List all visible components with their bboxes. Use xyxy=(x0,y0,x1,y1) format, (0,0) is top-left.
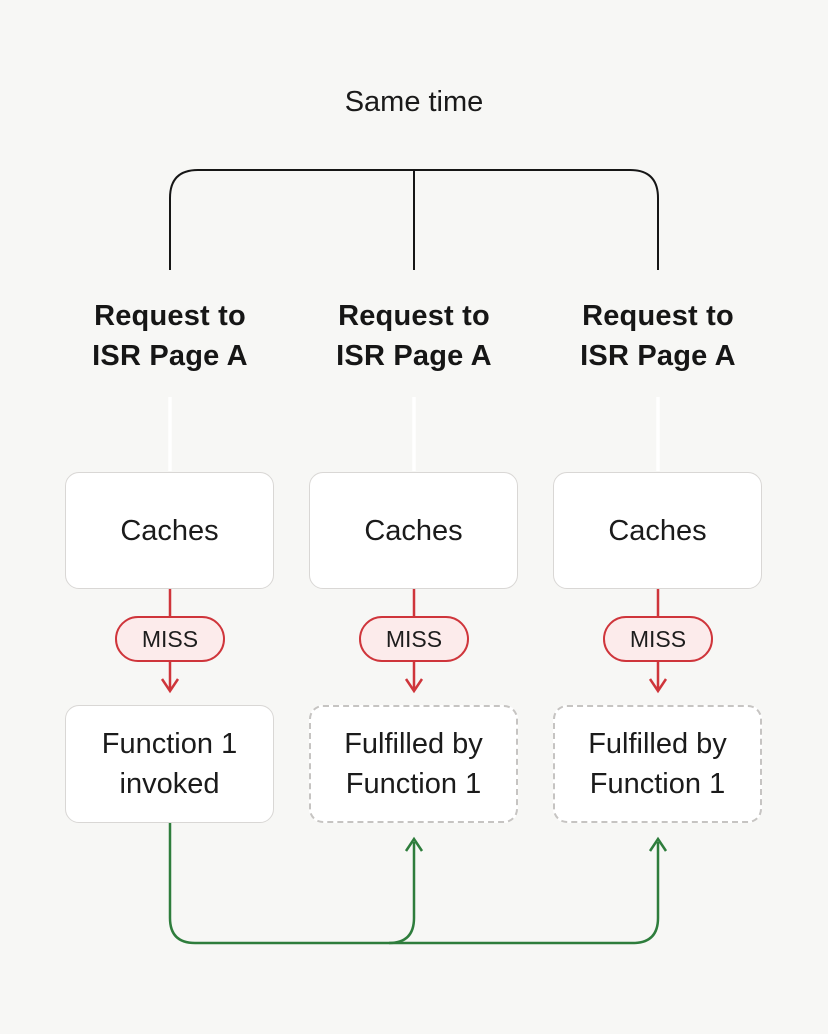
function-invoked-line1: Function 1 xyxy=(101,728,238,760)
caches-box-label: Caches xyxy=(120,514,219,547)
request-label: Request to ISR Page A xyxy=(40,296,300,376)
function-invoked-line2: invoked xyxy=(119,768,220,800)
request-label-line2: ISR Page A xyxy=(336,340,492,372)
request-label-line2: ISR Page A xyxy=(92,340,248,372)
miss-badge: MISS xyxy=(359,616,469,662)
request-label-line1: Request to xyxy=(94,300,246,332)
fulfilled-line2: Function 1 xyxy=(345,768,482,800)
miss-badge-label: MISS xyxy=(141,625,199,652)
request-label: Request to ISR Page A xyxy=(528,296,788,376)
miss-badge-label: MISS xyxy=(385,625,443,652)
caches-box: Caches xyxy=(553,472,762,589)
miss-badge: MISS xyxy=(603,616,713,662)
miss-badge: MISS xyxy=(115,616,225,662)
caches-box: Caches xyxy=(65,472,274,589)
request-label-line1: Request to xyxy=(338,300,490,332)
fulfilled-by-function-box: Fulfilled by Function 1 xyxy=(309,705,518,823)
caches-box-label: Caches xyxy=(364,514,463,547)
fulfilled-line1: Fulfilled by xyxy=(588,728,727,760)
function-invoked-box: Function 1 invoked xyxy=(65,705,274,823)
fulfillment-flow-arrow xyxy=(168,823,668,945)
fulfilled-line1: Fulfilled by xyxy=(344,728,483,760)
fulfilled-line2: Function 1 xyxy=(589,768,726,800)
request-label: Request to ISR Page A xyxy=(284,296,544,376)
request-label-line2: ISR Page A xyxy=(580,340,736,372)
miss-badge-label: MISS xyxy=(629,625,687,652)
caches-box: Caches xyxy=(309,472,518,589)
caches-box-label: Caches xyxy=(608,514,707,547)
fulfilled-by-function-box: Fulfilled by Function 1 xyxy=(553,705,762,823)
request-label-line1: Request to xyxy=(582,300,734,332)
same-time-label: Same time xyxy=(344,86,484,118)
